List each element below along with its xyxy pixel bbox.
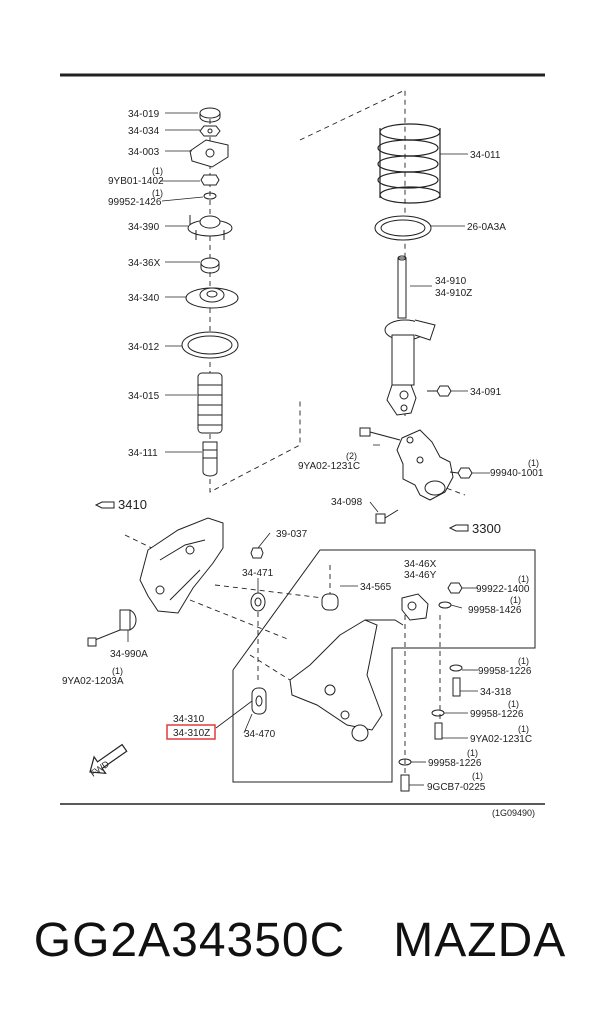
label-99958-1226-b: 99958-1226 (478, 666, 532, 677)
label-9ya02-1231c-top: 9YA02-1231C (298, 461, 360, 472)
label-34-310z: 34-310Z (173, 728, 210, 739)
label-9ya02-1231c-bot: 9YA02-1231C (470, 734, 532, 745)
bump-stop-34-111 (202, 441, 218, 477)
label-qty: (1) (467, 748, 478, 758)
bushing-34-46x (401, 593, 429, 621)
label-qty: (1) (112, 666, 123, 676)
bolt-34-091 (427, 385, 452, 397)
label-qty: (1) (518, 656, 529, 666)
spring-seat-34-012 (181, 331, 239, 359)
part-labels: 34-019 34-034 34-003 (1) 9YB01-1402 (1) … (62, 109, 544, 818)
label-34-011: 34-011 (470, 150, 501, 161)
label-34-340: 34-340 (128, 293, 160, 304)
label-34-46x: 34-46X (404, 559, 437, 570)
label-39-037: 39-037 (276, 529, 308, 540)
nut-99922 (447, 582, 463, 594)
lower-control-arm-34-310 (289, 619, 404, 742)
shock-absorber-34-910 (384, 255, 436, 416)
fwd-arrow-icon (89, 743, 128, 775)
label-9ya02-1203a: 9YA02-1203A (62, 676, 124, 687)
label-99940-1001: 99940-1001 (490, 468, 544, 479)
label-qty: (1) (518, 574, 529, 584)
label-qty: (1) (528, 458, 539, 468)
label-qty: (1) (472, 771, 483, 781)
nut-34-034 (199, 125, 221, 137)
ref-3300: 3300 (472, 521, 501, 536)
part-number: GG2A34350C (33, 913, 346, 967)
label-34-910: 34-910 (435, 276, 467, 287)
label-qty: (1) (508, 699, 519, 709)
label-qty: (1) (152, 188, 163, 198)
lower-arm-group-box (232, 549, 536, 783)
steering-knuckle (396, 429, 454, 501)
ref-3410: 3410 (118, 497, 147, 512)
front-subframe (139, 517, 224, 614)
boot-34-015 (197, 372, 223, 434)
exploded-parts-diagram: 34-019 34-034 34-003 (1) 9YB01-1402 (1) … (60, 73, 545, 818)
leaders-left (160, 112, 204, 453)
brand-name: MAZDA (393, 913, 567, 967)
label-34-470: 34-470 (244, 729, 276, 740)
label-34-471: 34-471 (242, 568, 274, 579)
label-34-012: 34-012 (128, 342, 160, 353)
label-qty: (1) (152, 166, 163, 176)
washer-99958-b (449, 664, 463, 672)
spring-seat-26-0a3a (374, 215, 432, 241)
bolt-34-098 (375, 509, 399, 524)
label-99958-1426: 99958-1426 (468, 605, 522, 616)
bump-cap (199, 107, 221, 123)
label-qty: (1) (510, 595, 521, 605)
label-34-091: 34-091 (470, 387, 502, 398)
bolt-34-318 (452, 677, 461, 697)
bushing-34-471 (250, 592, 266, 612)
highlight-34-310-box (166, 724, 216, 740)
bushing-34-470 (251, 687, 267, 715)
part-caption: GG2A34350C MAZDA (0, 905, 600, 975)
label-99922-1400: 99922-1400 (476, 584, 530, 595)
label-qty: (1) (518, 724, 529, 734)
label-34-390: 34-390 (128, 222, 160, 233)
label-26-0a3a: 26-0A3A (467, 222, 506, 233)
ref-arrow-icon (94, 501, 115, 509)
label-99952-1426: 99952-1426 (108, 197, 162, 208)
label-99958-1226-c: 99958-1226 (470, 709, 524, 720)
label-9gcb7-0225: 9GCB7-0225 (427, 782, 486, 793)
label-9yb01-1402: 9YB01-1402 (108, 176, 164, 187)
bolt-9ya02-1231c-bot (434, 722, 443, 740)
coil-spring-34-011 (377, 123, 441, 204)
mount-plate-34-003 (189, 139, 229, 168)
bolt-9ya02-1203a (87, 627, 126, 647)
washer-99952 (203, 192, 217, 200)
bushing-34-36x (200, 257, 220, 274)
strut-mount-34-390 (187, 215, 233, 240)
label-34-098: 34-098 (331, 497, 363, 508)
nut-9yb01 (200, 174, 220, 186)
leaders-right (127, 153, 490, 786)
label-34-019: 34-019 (128, 109, 160, 120)
stabilizer-link-34-565 (321, 593, 339, 611)
bearing-34-340 (185, 287, 239, 309)
bolt-39-037 (250, 547, 264, 559)
label-99958-1226-d: 99958-1226 (428, 758, 482, 769)
label-34-111: 34-111 (128, 448, 158, 459)
label-34-015: 34-015 (128, 391, 160, 402)
bolt-9gcb7 (400, 774, 410, 792)
label-34-990a: 34-990A (110, 649, 148, 660)
washer-99958-a (438, 601, 452, 609)
label-qty: (2) (346, 451, 357, 461)
label-34-310: 34-310 (173, 714, 205, 725)
label-34-003: 34-003 (128, 147, 160, 158)
label-34-034: 34-034 (128, 126, 160, 137)
ref-arrow-icon-2 (448, 524, 469, 532)
bushing-34-990a (119, 609, 137, 631)
label-34-36x: 34-36X (128, 258, 161, 269)
bolt-9ya02-1231c-top (359, 427, 401, 441)
label-34-565: 34-565 (360, 582, 392, 593)
washer-99958-c (431, 709, 445, 717)
diagram-id: (1G09490) (492, 808, 535, 818)
nut-99940 (449, 467, 473, 479)
label-34-46y: 34-46Y (404, 570, 437, 581)
label-34-910z: 34-910Z (435, 288, 472, 299)
label-34-318: 34-318 (480, 687, 512, 698)
